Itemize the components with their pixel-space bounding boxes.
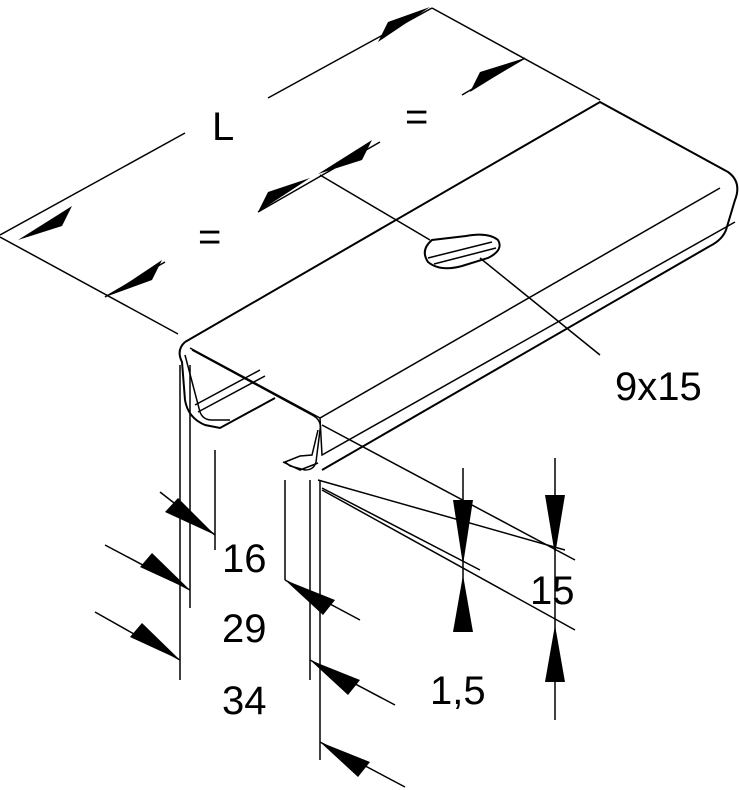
equal-label-top: =	[405, 95, 428, 139]
thickness-label: 1,5	[430, 669, 486, 713]
length-label: L	[212, 105, 234, 149]
dimension-29-label: 29	[222, 607, 267, 651]
dimension-15-label: 15	[530, 569, 575, 613]
height-dimensions	[321, 424, 576, 720]
dimension-34-label: 34	[222, 679, 267, 723]
channel-body	[178, 100, 739, 571]
dimension-16-label: 16	[222, 537, 267, 581]
slot-size-label: 9x15	[615, 365, 702, 409]
equal-label-left: =	[198, 215, 221, 259]
length-dimension	[0, 7, 601, 335]
slot-hole	[423, 233, 501, 270]
width-dimensions	[94, 365, 406, 788]
center-dimension	[104, 57, 601, 356]
